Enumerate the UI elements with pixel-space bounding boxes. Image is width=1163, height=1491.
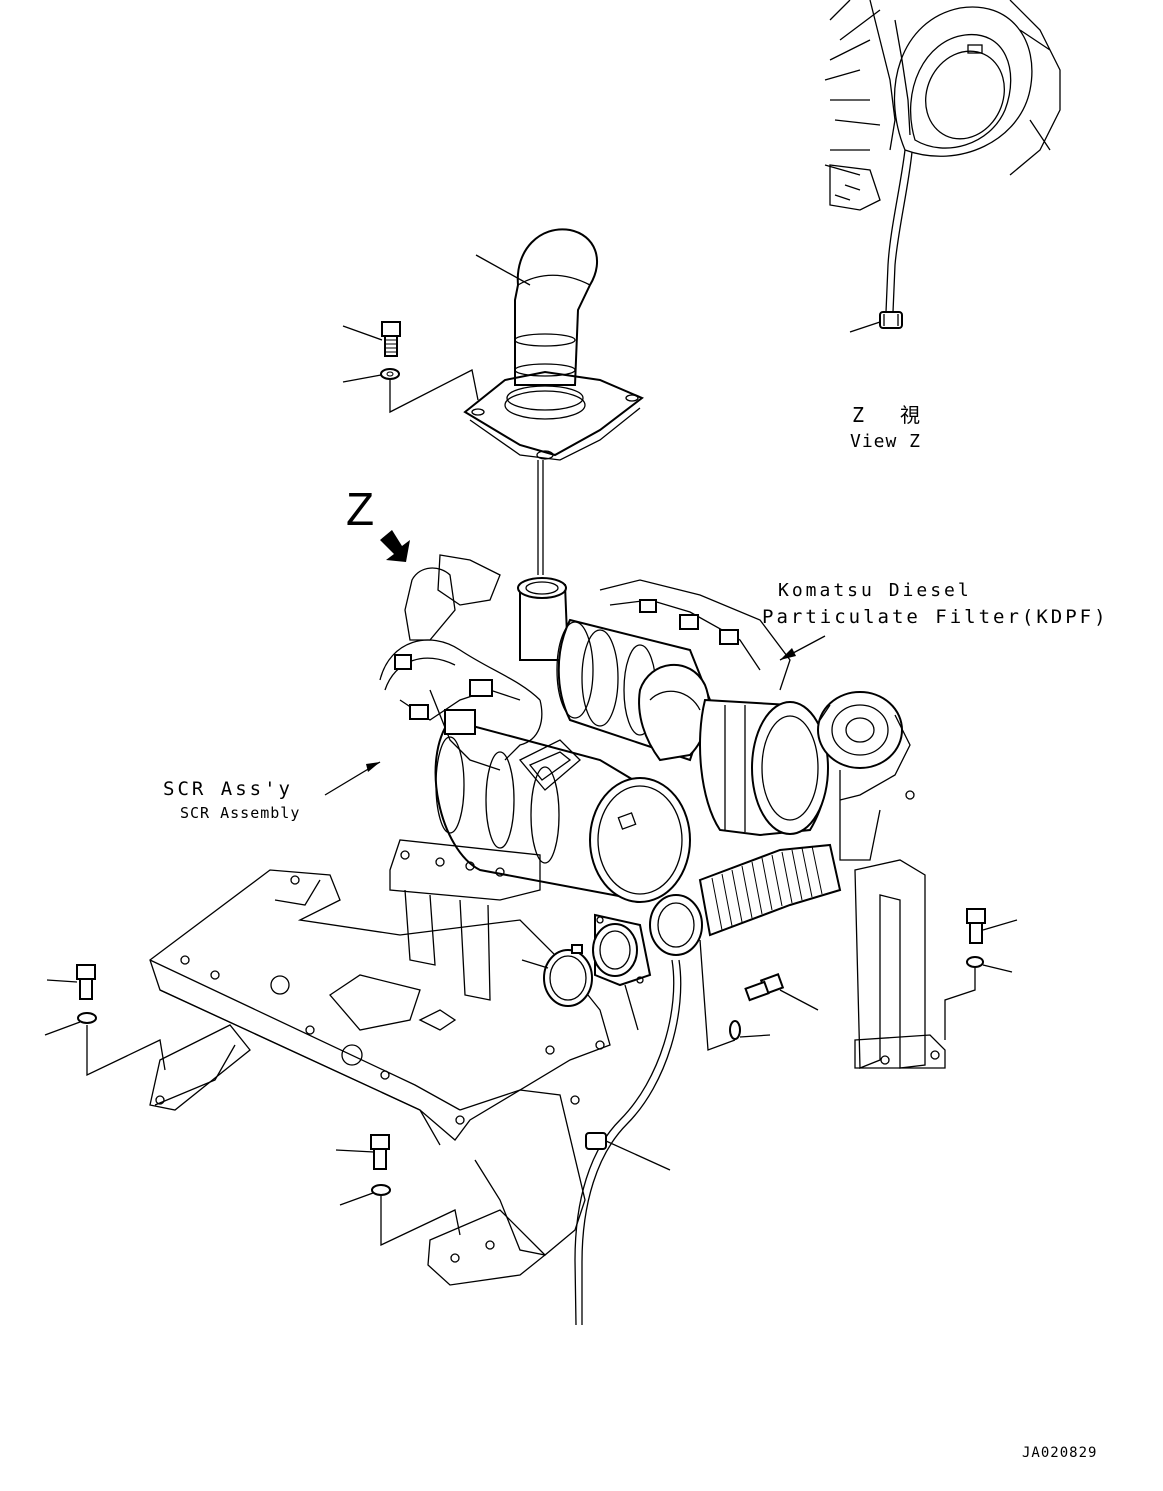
scr-leader-arrowhead [366,762,380,772]
kdpf-label-line1: Komatsu Diesel [778,580,972,601]
hose-line [574,959,682,1326]
z-arrow-label: Z [346,483,375,535]
scr-assy-label: SCR Ass'y [163,778,293,800]
exhaust-elbow-pipe [463,228,644,575]
bolt-upper [342,321,479,414]
base-frame [149,869,611,1286]
kdpf-label-line2: Particulate Filter(KDPF) [762,606,1109,628]
view-z-en-label: View Z [850,431,922,452]
view-z-jp-label: Z 視 [852,403,929,427]
clamp-and-flange [521,913,652,1031]
bolt-left [44,964,166,1077]
view-z-detail [824,0,1061,333]
bolt-far-right [944,908,1018,1040]
bolt-right-middle [699,939,819,1051]
bolt-lower [335,1134,461,1247]
scr-assembly-label: SCR Assembly [180,804,301,822]
scr-kdpf-assembly [379,554,946,1069]
view-z-arrow [380,530,410,562]
kdpf-leader-arrowhead [780,648,796,660]
drawing-id: JA020829 [1022,1445,1098,1461]
